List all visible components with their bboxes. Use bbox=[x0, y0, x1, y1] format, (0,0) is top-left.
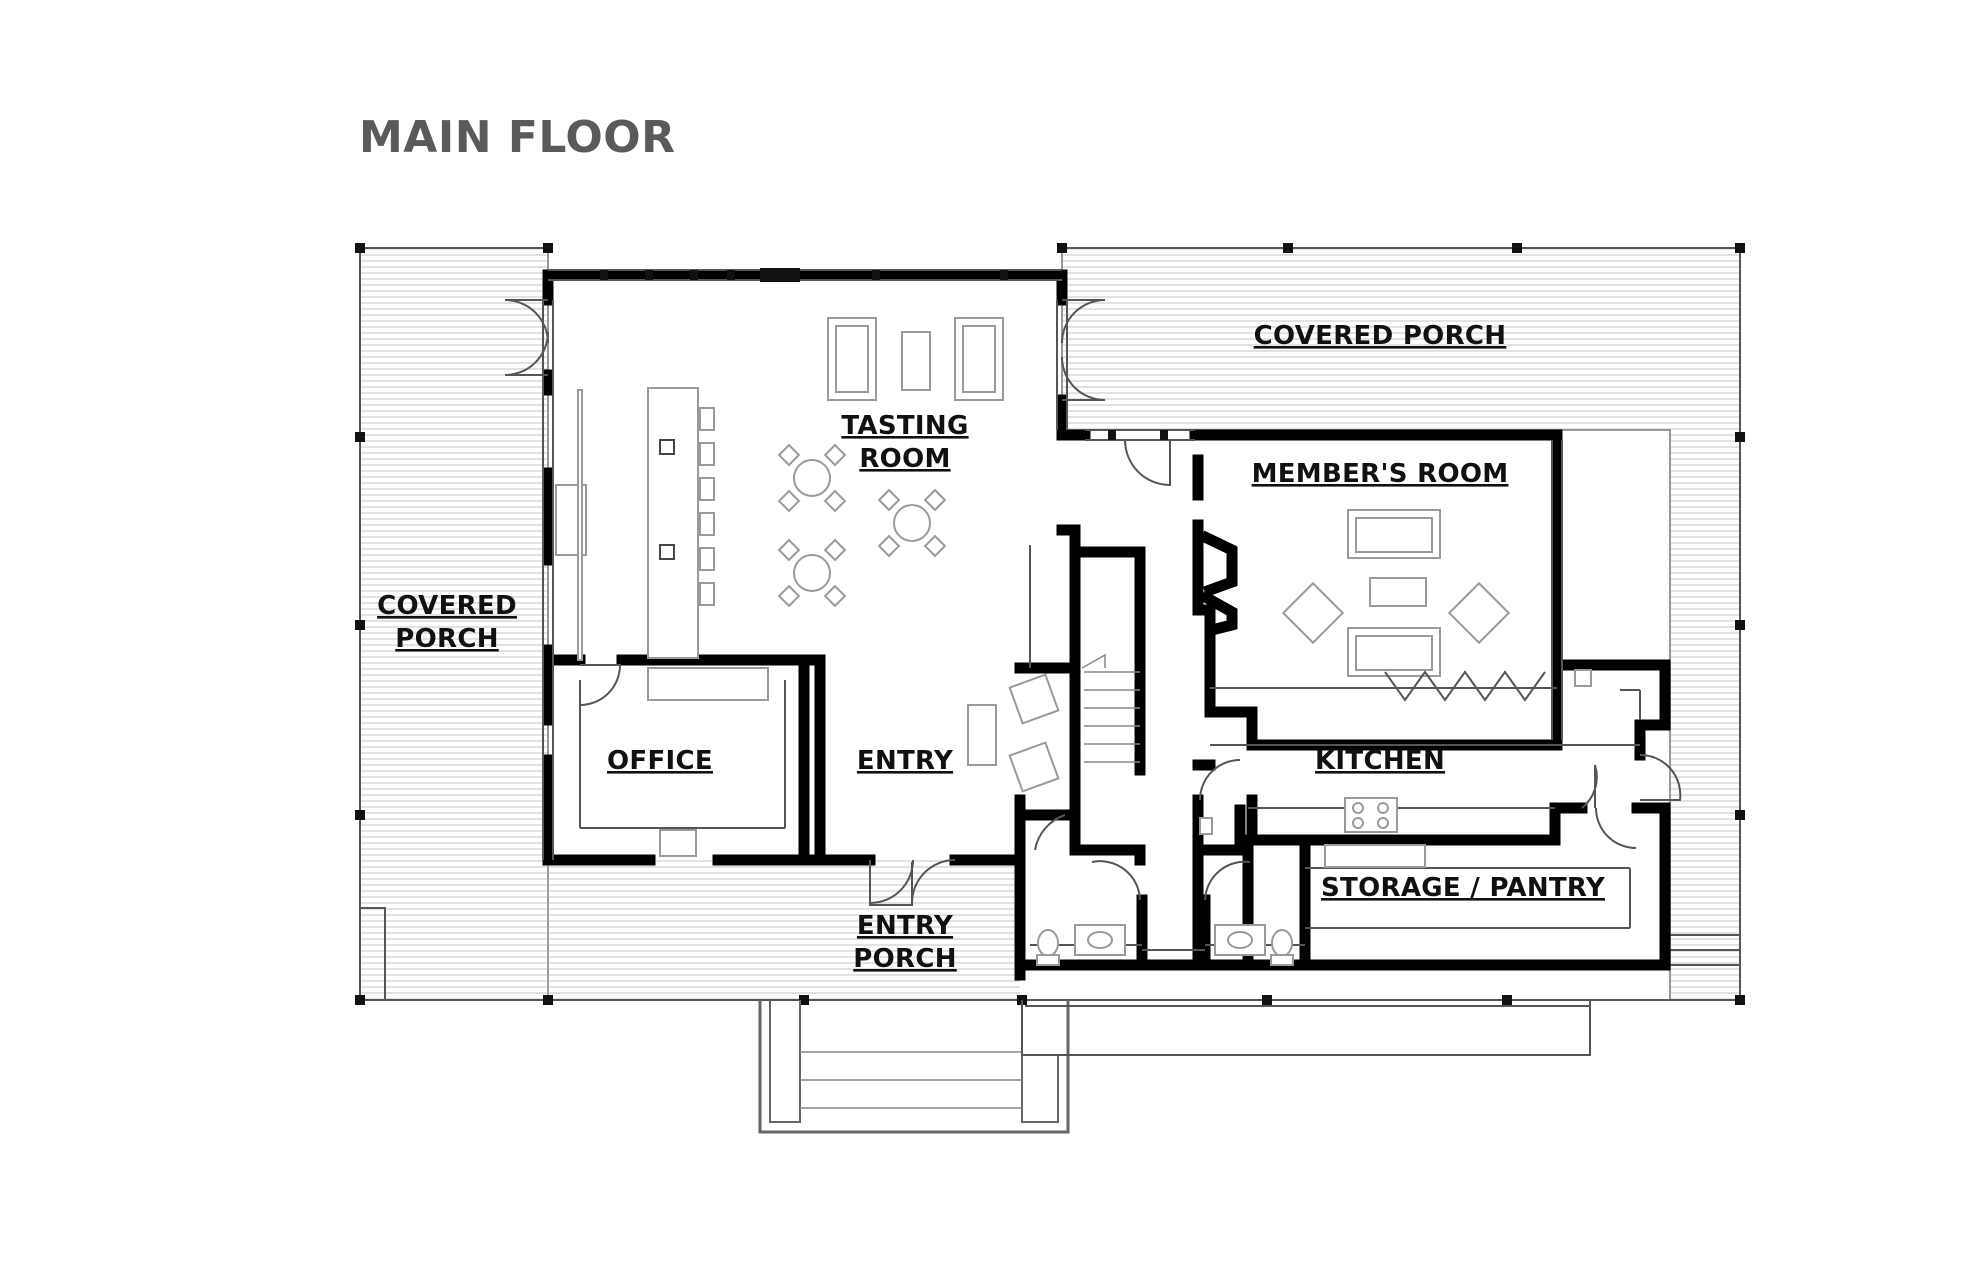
label-entry-porch-2: PORCH bbox=[853, 944, 957, 974]
stairs bbox=[1081, 653, 1140, 763]
entry-steps bbox=[758, 1000, 1591, 1134]
office-fixtures bbox=[647, 667, 769, 857]
porch-deck-entry bbox=[548, 860, 1020, 1000]
window-marks bbox=[600, 268, 1168, 440]
window-lines bbox=[542, 269, 1641, 951]
lounge-furniture bbox=[827, 317, 1004, 401]
label-members-room: MEMBER'S ROOM bbox=[1252, 459, 1509, 489]
label-covered-porch-left-1: COVERED bbox=[377, 591, 517, 621]
label-covered-porch-top: COVERED PORCH bbox=[1254, 321, 1507, 351]
label-tasting-room-1: TASTING bbox=[841, 411, 968, 441]
kitchen-fixtures bbox=[1199, 669, 1592, 868]
label-entry: ENTRY bbox=[857, 746, 954, 776]
label-storage-pantry: STORAGE / PANTRY bbox=[1321, 873, 1606, 903]
doors bbox=[504, 299, 1682, 906]
restroom-fixtures bbox=[1036, 924, 1294, 966]
plan-title: MAIN FLOOR bbox=[359, 112, 676, 163]
members-furniture bbox=[1281, 509, 1546, 702]
label-kitchen: KITCHEN bbox=[1315, 746, 1445, 776]
entry-furniture bbox=[967, 673, 1060, 793]
label-entry-porch-1: ENTRY bbox=[857, 911, 954, 941]
bar-counter bbox=[555, 387, 715, 661]
label-tasting-room-2: ROOM bbox=[859, 444, 950, 474]
room-labels: COVERED PORCH COVERED PORCH TASTING ROOM… bbox=[377, 321, 1606, 974]
cafe-tables bbox=[777, 443, 947, 608]
label-office: OFFICE bbox=[607, 746, 713, 776]
porch-decks bbox=[359, 247, 1741, 1001]
label-covered-porch-left-2: PORCH bbox=[395, 624, 499, 654]
